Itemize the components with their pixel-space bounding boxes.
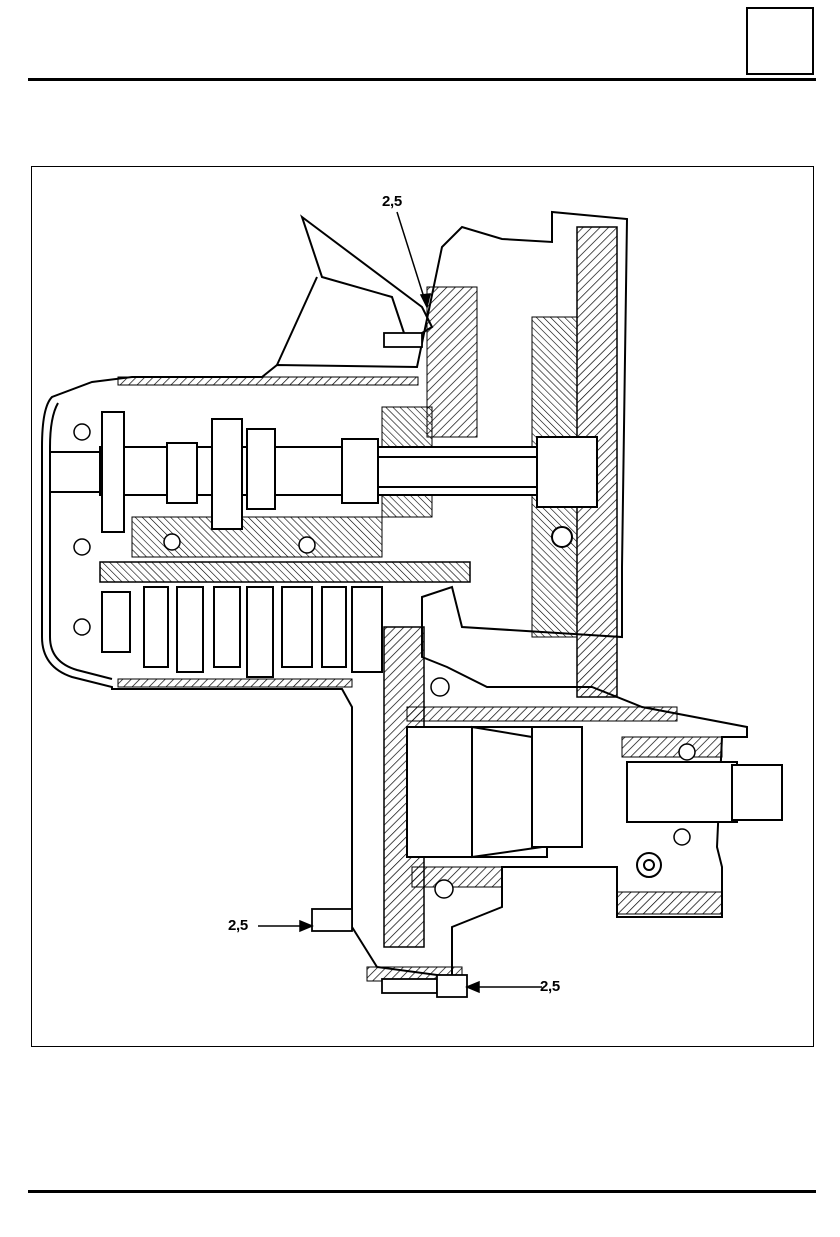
bolts — [311, 332, 468, 998]
leader-arrows — [258, 211, 542, 994]
torque-label-left: 2,5 — [228, 917, 248, 934]
hatched-sections — [99, 226, 723, 982]
gearbox-cross-section-figure: 2,5 2,5 2,5 — [31, 166, 814, 1047]
torque-label-bottom: 2,5 — [540, 978, 560, 995]
bearings — [73, 423, 696, 899]
shafts-and-gears — [49, 411, 783, 878]
torque-label-top: 2,5 — [382, 193, 402, 210]
page-tab-box — [746, 7, 814, 75]
gearbox-drawing — [41, 210, 783, 998]
header-rule — [28, 78, 816, 81]
footer-rule — [28, 1190, 816, 1193]
